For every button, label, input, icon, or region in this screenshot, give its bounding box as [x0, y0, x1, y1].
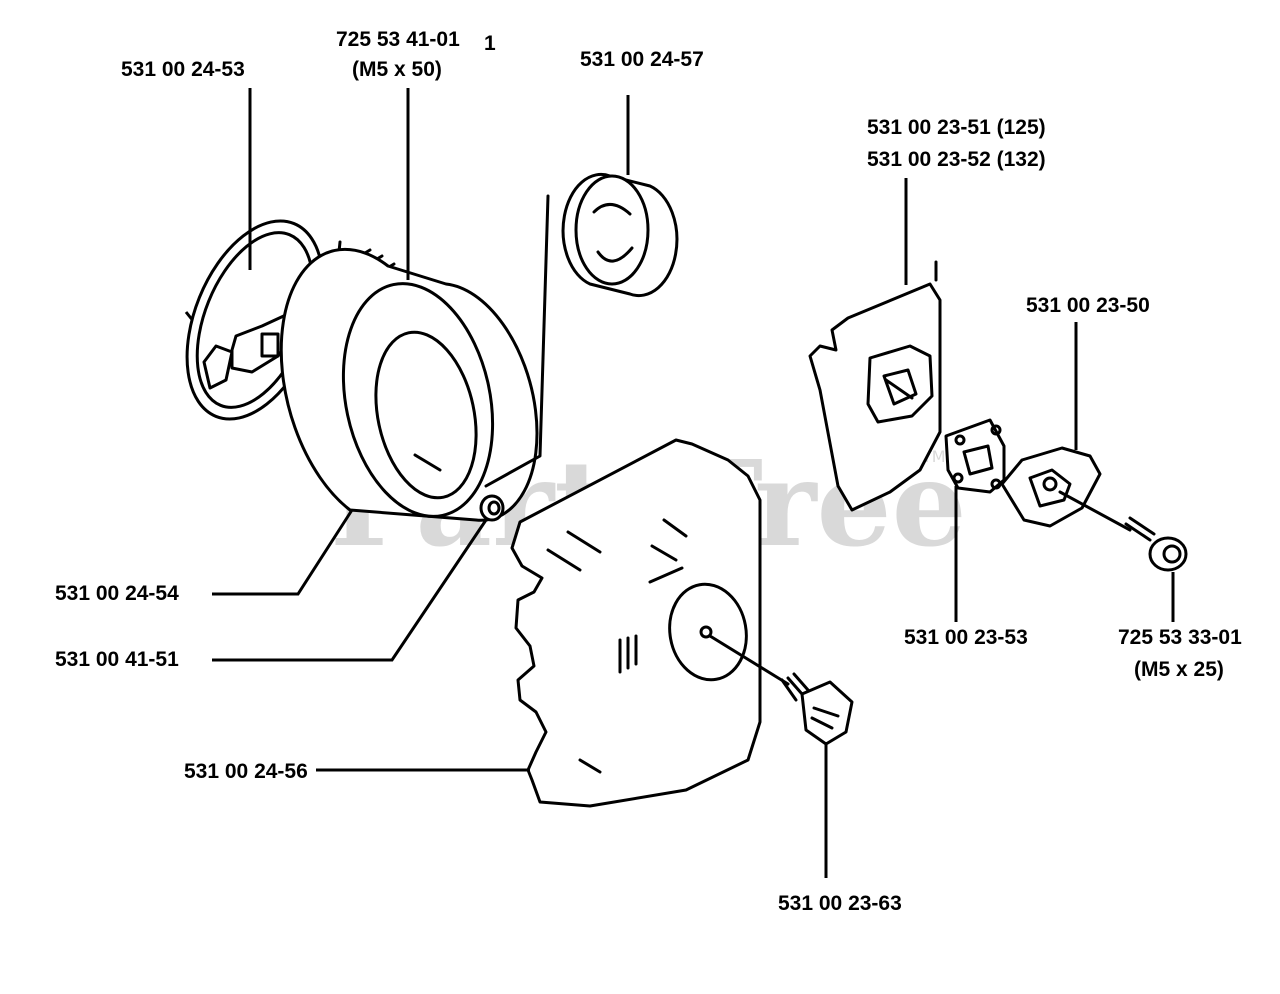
leader-lines: [212, 88, 1175, 878]
carburettor-gasket-plate: [808, 260, 942, 512]
intake-flange: [1000, 446, 1102, 528]
label-725-53-41-01: 725 53 41-01: [336, 28, 460, 51]
label-725-53-33-01: 725 53 33-01: [1118, 626, 1242, 649]
label-531-00-23-63: 531 00 23-63: [778, 892, 902, 915]
label-531-00-24-53: 531 00 24-53: [121, 58, 245, 81]
screw-m5x25: [1058, 490, 1188, 572]
filter-holder-plate: [184, 219, 325, 421]
label-725-53-33-01-size: (M5 x 25): [1134, 658, 1224, 681]
label-531-00-23-52: 531 00 23-52 (132): [867, 148, 1046, 171]
label-725-53-41-01-size: (M5 x 50): [352, 58, 442, 81]
filter-cover: [510, 438, 762, 808]
label-531-00-23-50: 531 00 23-50: [1026, 294, 1150, 317]
label-531-00-24-56: 531 00 24-56: [184, 760, 308, 783]
air-filter: [279, 247, 539, 522]
label-531-00-24-54: 531 00 24-54: [55, 582, 179, 605]
cover-knob: [708, 634, 854, 746]
label-531-00-23-51: 531 00 23-51 (125): [867, 116, 1046, 139]
small-gasket: [944, 418, 1006, 494]
label-reference-1: 1: [484, 32, 496, 55]
seal-ring: [484, 172, 679, 488]
label-531-00-41-51: 531 00 41-51: [55, 648, 179, 671]
label-531-00-24-57: 531 00 24-57: [580, 48, 704, 71]
nut: [479, 494, 505, 522]
part-labels: 531 00 24-53 725 53 41-01 (M5 x 50) 1 53…: [55, 28, 1242, 915]
label-531-00-23-53: 531 00 23-53: [904, 626, 1028, 649]
